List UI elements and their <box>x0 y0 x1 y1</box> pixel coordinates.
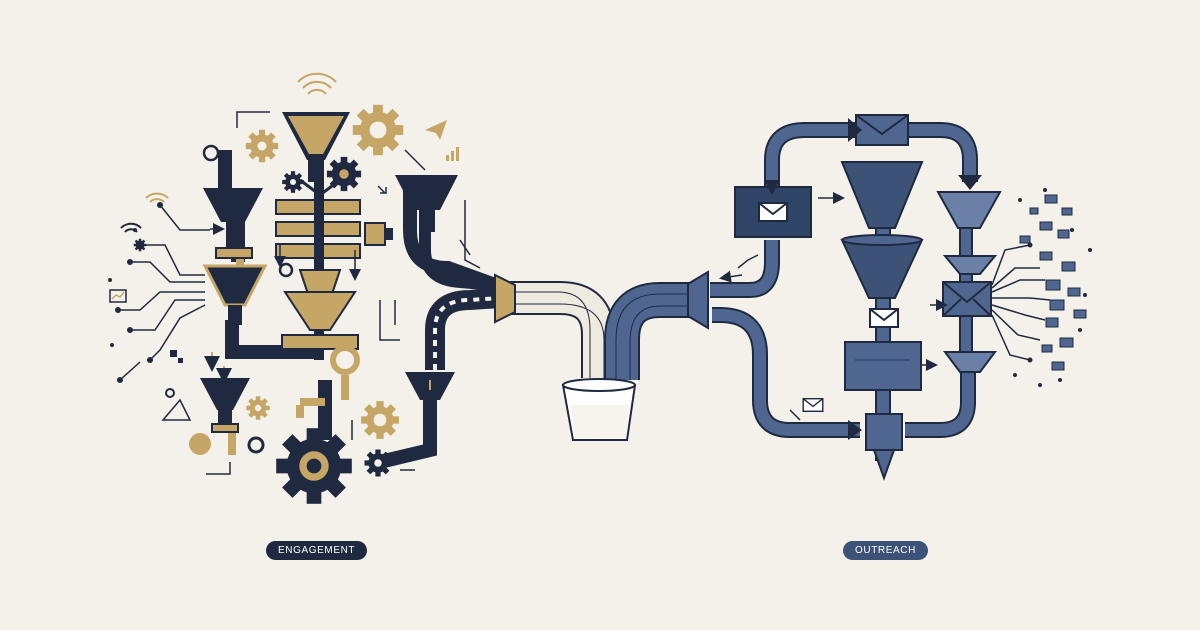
funnel-icon <box>203 188 263 259</box>
gear-icon <box>352 104 404 156</box>
thin-connectors <box>161 111 481 475</box>
right-circuit-lines <box>991 244 1051 361</box>
chart-icon <box>109 289 127 303</box>
envelope-icon <box>855 114 909 146</box>
gear-icon <box>361 401 399 439</box>
arrow-icon <box>719 192 948 421</box>
center-convergence <box>494 270 709 441</box>
left-nozzle <box>494 273 516 324</box>
gear-icon <box>245 129 279 163</box>
funnel-icon <box>943 351 997 373</box>
funnel-icon <box>200 378 250 433</box>
slate-loop-pipes <box>710 122 978 438</box>
outreach-label: OUTREACH <box>843 541 928 560</box>
mini-envelope-icons <box>1019 194 1087 371</box>
valve-icon <box>364 222 393 246</box>
funnel-icon <box>942 255 998 275</box>
message-box-icon <box>844 341 922 391</box>
paper-plane-icon <box>425 120 447 140</box>
gear-icon <box>246 396 270 420</box>
envelope-icon <box>869 308 899 328</box>
wifi-dot-icon <box>202 144 220 162</box>
cup-icon <box>561 378 637 441</box>
left-circuit-lines <box>118 204 210 381</box>
funnel-icon <box>282 112 350 182</box>
envelope-icon <box>802 398 824 412</box>
right-circuit-dots <box>1013 188 1092 387</box>
gear-icon <box>276 428 352 504</box>
gear-icon <box>133 238 147 252</box>
ring-icon <box>278 262 294 278</box>
message-box-icon <box>734 186 812 238</box>
wifi-icon <box>297 72 337 95</box>
navy-upper-pipe <box>419 225 498 291</box>
wifi-icon <box>145 192 169 203</box>
arrowhead-icon <box>764 118 982 440</box>
output-block <box>865 413 903 481</box>
funnel-icon <box>936 191 1002 229</box>
funnel-icon <box>395 175 458 232</box>
engagement-cluster <box>108 72 501 504</box>
gear-icon <box>282 171 304 193</box>
funnel-icon <box>202 264 268 325</box>
arrow-icon <box>377 185 387 194</box>
gold-ring-icon <box>330 345 360 375</box>
ring-icon <box>247 436 265 454</box>
funnel-icon <box>840 161 924 229</box>
engagement-label: ENGAGEMENT <box>266 541 368 560</box>
central-mechanism <box>275 178 361 360</box>
outreach-cluster <box>710 114 1092 481</box>
gold-dot <box>189 433 211 455</box>
funnel-icon <box>840 234 924 299</box>
chart-icon <box>446 147 459 161</box>
envelope-icon <box>942 281 992 317</box>
right-nozzle <box>687 270 709 330</box>
left-circuit-dots <box>108 202 175 398</box>
wifi-icon <box>120 222 142 233</box>
square-dot-icon <box>170 350 183 363</box>
arrow-icon <box>204 352 431 390</box>
gear-icon <box>364 449 392 477</box>
gear-icon <box>326 156 362 192</box>
